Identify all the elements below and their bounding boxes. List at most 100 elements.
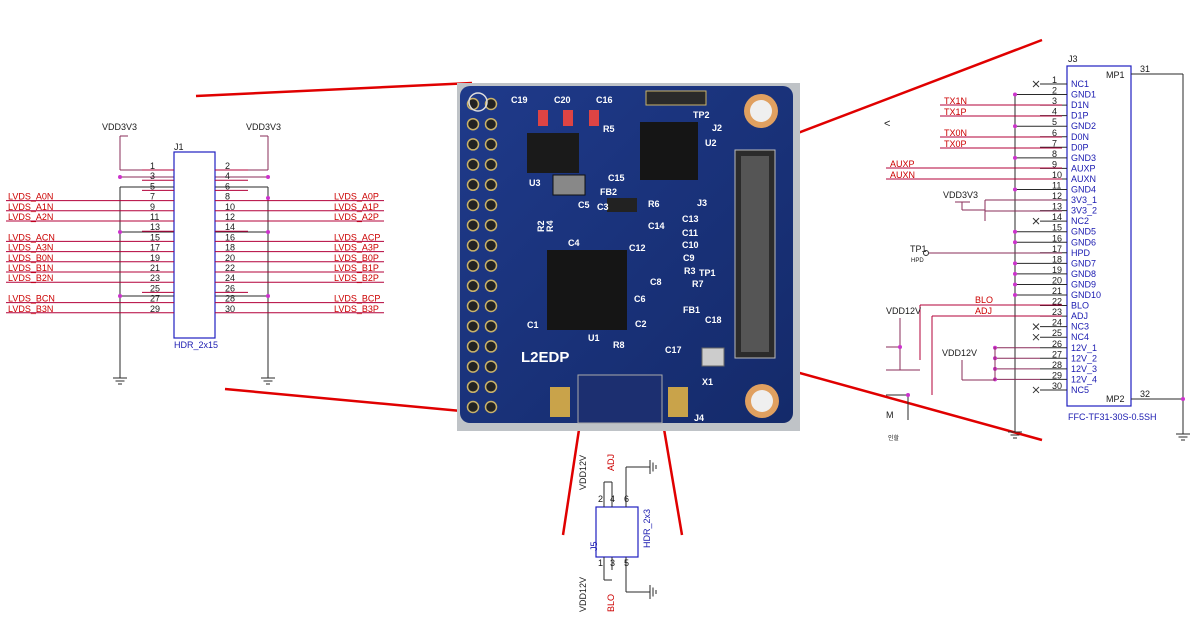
j3-pin-name: ADJ [1071,311,1088,321]
j3-pin-name: AUXP [1071,163,1096,173]
ic-u1 [547,250,627,330]
j3-pin-number: 15 [1052,223,1062,233]
header-pin [484,259,498,272]
j1-right-pin-number: 24 [225,273,235,283]
silk-label: R3 [684,266,696,276]
j5-ref: J5 [589,541,599,551]
j3-pin-name: 12V_1 [1071,343,1097,353]
j3-pin-number: 9 [1052,159,1057,169]
header-pin [484,239,498,252]
ground-symbol [643,459,657,475]
j5-net-vdd-top: VDD12V [578,455,588,490]
j5-pin-2: 2 [598,494,603,504]
j3-pin-name: GND6 [1071,237,1096,247]
j1-part: HDR_2x15 [174,340,218,350]
j3-pin-number: 27 [1052,349,1062,359]
header-pin [466,178,480,192]
j3-pin-name: HPD [1071,248,1091,258]
silk-label: C16 [596,95,613,105]
header-pin [484,178,498,192]
j1-left-pin-number: 7 [150,192,155,202]
no-connect-mark [1032,217,1040,225]
header-pin [484,218,498,232]
j3-pin-name: D0P [1071,142,1089,152]
j1-net-label: LVDS_A0P [334,192,379,202]
junction-dot [1013,282,1017,287]
j1-ref: J1 [174,142,184,152]
j5-body [595,506,639,558]
j3-pin-name: GND10 [1071,290,1101,300]
net-label: TP1 [910,244,927,254]
header-pin [466,138,480,151]
no-connect-mark [1032,323,1040,331]
j5-header-schematic: J5 HDR_2x3 2 4 6 VDD12V ADJ 1 3 5 VDD12V… [578,454,657,612]
junction-dot [1013,271,1017,276]
net-label: AUXP [890,159,915,169]
j1-left-pin-number: 17 [150,243,160,253]
ic-u2 [640,122,698,180]
silk-label: X1 [702,377,713,387]
no-connect-mark [1032,386,1040,394]
j3-pin-number: 10 [1052,170,1062,180]
mounting-hole [468,92,779,418]
j3-pin-name: NC1 [1071,79,1089,89]
silk-label: R8 [613,340,625,350]
j3-ref: J3 [1068,54,1078,64]
j1-net-label: LVDS_A2P [334,212,379,222]
j1-left-pin-number: 27 [150,294,160,304]
j3-pin-name: GND2 [1071,121,1096,131]
j5-net-vdd-bottom: VDD12V [578,577,588,612]
silk-label: C9 [683,253,695,263]
silk-label: J4 [694,413,704,423]
junction-dot [1013,240,1017,245]
j1-left-pin-number: 3 [150,171,155,181]
j3-pin-name: AUXN [1071,174,1096,184]
j3-part: FFC-TF31-30S-0.5SH [1068,412,1157,422]
j1-right-pin-number: 26 [225,283,235,293]
j3-pin-number: 1 [1052,75,1057,85]
silk-label: C8 [650,277,662,287]
j3-pin-number: 4 [1052,107,1057,117]
j1-net-label: LVDS_A1P [334,202,379,212]
j1-body [173,151,216,339]
header-pin [466,158,480,171]
j1-right-pin-number: 30 [225,304,235,314]
j1-net-label: LVDS_BCN [8,294,55,304]
j3-pin-name: D0N [1071,132,1089,142]
j3-pin-name: 12V_2 [1071,353,1097,363]
j1-right-pin-number: 6 [225,181,230,191]
silk-label: C18 [705,315,722,325]
j1-right-pin-number: 28 [225,294,235,304]
j1-left-pin-number: 15 [150,232,160,242]
j3-pin-number: 20 [1052,275,1062,285]
ground-symbol [1175,427,1191,441]
j1-net-label: LVDS_A3N [8,243,53,253]
junction-dot [1013,155,1017,160]
j3-pin-number: 2 [1052,86,1057,96]
header-pin [484,319,498,333]
j3-pin-name: NC5 [1071,385,1089,395]
j3-pin-number: 3 [1052,96,1057,106]
j1-net-label: LVDS_B1N [8,263,53,273]
j3-pin-number: 7 [1052,138,1057,148]
j1-net-label: LVDS_A0N [8,192,53,202]
j1-net-label: LVDS_B0P [334,253,379,263]
junction-dot [1013,229,1017,234]
net-label: VDD12V [942,348,977,358]
j3-mp1: MP1 [1106,70,1125,80]
net-label: VDD3V3 [943,190,978,200]
silk-label: R4 [545,220,555,232]
silk-label: TP2 [693,110,710,120]
j3-pin-number: 21 [1052,286,1062,296]
j1-left-pin-number: 29 [150,304,160,314]
edge-glyph: < [884,118,890,130]
j1-right-pin-number: 10 [225,202,235,212]
j1-net-label: LVDS_B1P [334,263,379,273]
j5-part: HDR_2x3 [642,509,652,548]
silk-label: R6 [648,199,660,209]
silk-label: C11 [682,228,698,238]
j5-pin-3: 3 [610,558,615,568]
j3-pin-name: D1N [1071,100,1089,110]
j1-right-pin-number: 4 [225,171,230,181]
